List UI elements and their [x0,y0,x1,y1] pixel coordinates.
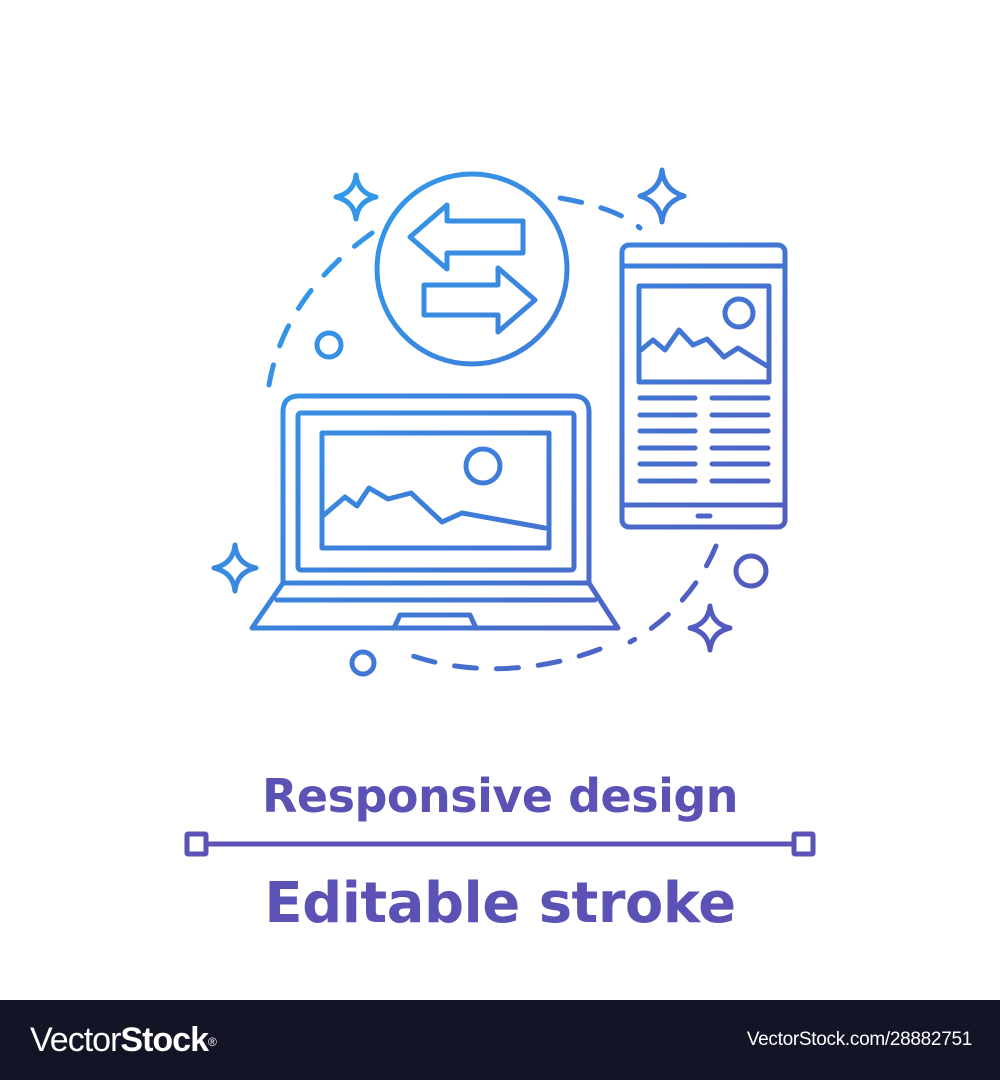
brand-thin: Vector [30,1021,121,1059]
anchor-point-left [184,831,209,857]
caption-subtitle: Editable stroke [264,871,736,936]
text-lines [637,395,771,484]
brand-bold: Stock [120,1021,209,1059]
responsive-design-illustration [211,167,788,677]
sparkle-icon [637,167,687,225]
sparkle-icon [211,542,259,594]
sparkle-icon [687,603,733,653]
small-circle [349,649,377,677]
vectorstock-logo: VectorStock® [30,1020,217,1060]
caption-title: Responsive design [261,769,739,823]
small-circle [314,330,344,360]
editable-stroke-line [184,831,816,857]
registered-mark: ® [207,1035,217,1049]
sparkle-icon [333,172,379,222]
laptop-icon [249,393,621,631]
small-circle [733,553,769,589]
tablet-icon [619,242,788,530]
image-id: VectorStock.com/28882751 [746,1029,972,1050]
dashed-orbit [266,195,719,672]
anchor-point-right [791,831,816,857]
exchange-arrows-icon [374,171,570,367]
watermark-footer: VectorStock® VectorStock.com/28882751 [0,1000,1000,1080]
